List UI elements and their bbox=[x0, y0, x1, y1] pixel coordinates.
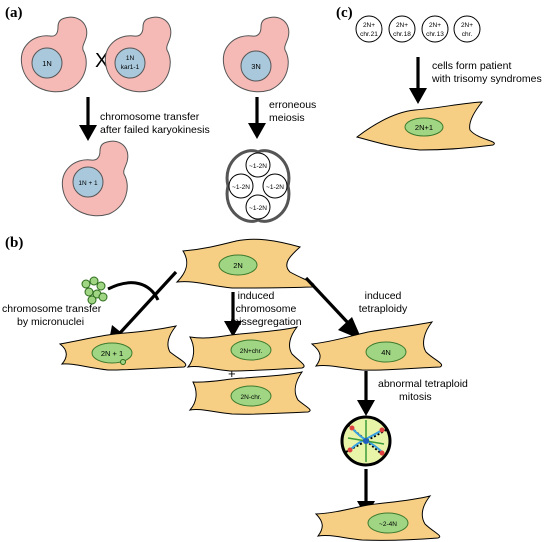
label-4n: 4N bbox=[381, 348, 391, 357]
arrow-c bbox=[409, 57, 427, 104]
cell-micronucleus-result: 2N + 1 bbox=[58, 325, 187, 371]
caption-tetraploidy-1: induced bbox=[365, 290, 402, 302]
caption-patient-2: with trisomy syndromes bbox=[431, 73, 542, 85]
caption-meiosis-2: meiosis bbox=[269, 112, 305, 124]
nucleus-1n-plus-1 bbox=[72, 166, 104, 198]
caption-missegr-3: missegregation bbox=[230, 316, 301, 328]
nucleus-4n bbox=[365, 341, 407, 363]
spore-label-left: ~1-2N bbox=[232, 184, 250, 191]
cross-symbol: X bbox=[95, 50, 108, 72]
label-kar-1n: 1N bbox=[126, 55, 135, 62]
caption-patient-1: cells form patient bbox=[432, 60, 511, 72]
caption-micronuclei-2: by micronuclei bbox=[17, 316, 84, 328]
multipolar-spindle bbox=[340, 415, 392, 467]
panel-label-c: (c) bbox=[336, 5, 353, 21]
nucleus-kar1 bbox=[114, 47, 146, 79]
caption-micronuclei-1: chromosome transfer bbox=[2, 303, 102, 315]
label-kar1-1: kar1-1 bbox=[121, 64, 140, 71]
nucleus-1n bbox=[31, 47, 63, 79]
nucleus-2n-parent bbox=[218, 254, 258, 276]
label-2n-minus-chr: 2N-chr. bbox=[241, 394, 262, 401]
cell-circle-chr13 bbox=[421, 15, 449, 43]
label-2n-plus-1-c: 2N+1 bbox=[415, 123, 433, 132]
cell-circle-chr bbox=[453, 15, 481, 43]
spore-label-bottom: ~1-2N bbox=[249, 205, 267, 212]
circle-chr18-line2: chr.18 bbox=[393, 31, 411, 38]
circle-chr21-line2: chr.21 bbox=[360, 31, 378, 38]
label-1n: 1N bbox=[42, 59, 52, 68]
spore-label-right: ~1-2N bbox=[266, 184, 284, 191]
spore-right bbox=[262, 173, 288, 199]
nucleus-2n-plus-chr bbox=[230, 339, 272, 361]
caption-tetraploidy-2: tetraploidy bbox=[359, 303, 408, 315]
caption-missegr-1: induced bbox=[238, 290, 275, 302]
ascus-tetrad: ~1-2N ~1-2N ~1-2N ~1-2N bbox=[225, 149, 291, 223]
cell-4n: 4N bbox=[310, 321, 442, 371]
label-2n-parent: 2N bbox=[233, 261, 243, 270]
panel-label-a: (a) bbox=[5, 5, 23, 21]
yeast-triploid-3n: 3N bbox=[222, 16, 290, 93]
caption-mitosis-1: abnormal tetraploid bbox=[378, 378, 468, 390]
label-final: ~2-4N bbox=[379, 521, 397, 528]
nucleus-final bbox=[367, 512, 409, 534]
cell-circle-chr18 bbox=[388, 15, 416, 43]
yeast-result: 1N + 1 bbox=[61, 140, 129, 217]
spore-bottom bbox=[245, 194, 271, 220]
arrow-b-right bbox=[304, 276, 362, 340]
nucleus-3n bbox=[240, 50, 272, 82]
plus-symbol: + bbox=[228, 366, 236, 381]
circle-chr18-line1: 2N+ bbox=[396, 22, 408, 29]
caption-transfer-2: after failed karyokinesis bbox=[100, 124, 210, 136]
nucleus-2n-minus-chr bbox=[230, 385, 272, 407]
caption-transfer-1: chromosome transfer bbox=[100, 111, 200, 123]
circle-chr13-line1: 2N+ bbox=[429, 22, 441, 29]
cell-final: ~2-4N bbox=[314, 495, 441, 541]
micronuclei-curve bbox=[107, 281, 160, 301]
panel-label-b: (b) bbox=[5, 235, 23, 251]
arrow-b-middle bbox=[224, 292, 242, 337]
arrow-a-right bbox=[248, 97, 266, 139]
patient-cell: 2N+1 bbox=[355, 101, 495, 151]
micronuclei-cluster bbox=[81, 276, 108, 305]
spore-label-top: ~1-2N bbox=[249, 163, 267, 170]
micronucleus-dot bbox=[120, 359, 126, 365]
spore-left bbox=[228, 173, 254, 199]
caption-meiosis-1: erroneous bbox=[269, 99, 316, 111]
label-2n-plus-chr: 2N+chr. bbox=[240, 348, 263, 355]
arrow-a-left bbox=[79, 97, 97, 141]
label-1n-plus-1: 1N + 1 bbox=[78, 180, 98, 187]
yeast-kar1-mutant: 1N kar1-1 bbox=[104, 16, 172, 93]
trisomy-cell-circles: 2N+ chr.21 2N+ chr.18 2N+ chr.13 2N+ chr… bbox=[355, 15, 481, 43]
nucleus-2n-plus-1-c bbox=[404, 117, 444, 137]
spore-top bbox=[245, 152, 271, 178]
cell-2n-minus-chr: 2N-chr. bbox=[188, 371, 311, 415]
arrow-b-mitosis bbox=[357, 371, 375, 416]
label-2n-plus-1-b: 2N + 1 bbox=[101, 349, 123, 358]
cell-2n-plus-chr: 2N+chr. bbox=[186, 326, 305, 372]
yeast-haploid-1n: 1N bbox=[20, 16, 88, 93]
label-3n: 3N bbox=[251, 62, 261, 71]
parent-cell-2n: 2N bbox=[175, 238, 315, 289]
nucleus-2n-plus-1-b bbox=[91, 342, 133, 364]
arrow-b-final bbox=[357, 469, 375, 517]
circle-chr13-line2: chr.13 bbox=[426, 31, 444, 38]
caption-missegr-2: chromosome bbox=[236, 303, 297, 315]
circle-chr-line1: 2N+ bbox=[461, 22, 473, 29]
circle-chr21-line1: 2N+ bbox=[363, 22, 375, 29]
cell-circle-chr21 bbox=[355, 15, 383, 43]
caption-mitosis-2: mitosis bbox=[399, 391, 432, 403]
circle-chr-line2: chr. bbox=[462, 31, 473, 38]
